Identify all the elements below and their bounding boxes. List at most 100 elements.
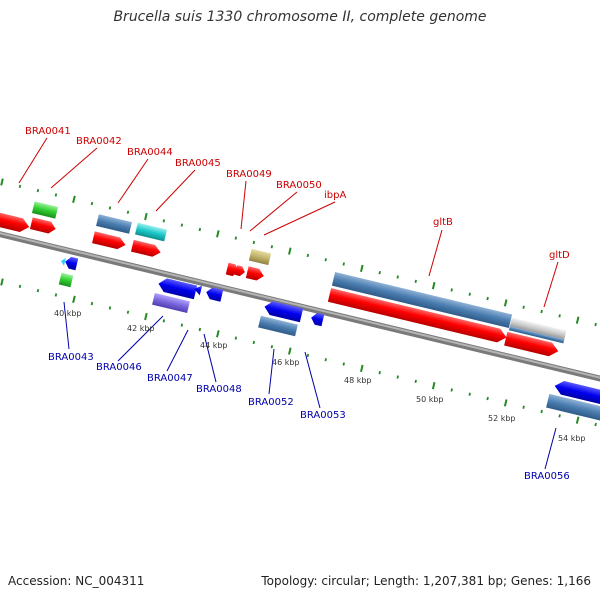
scale-tick-top: [216, 230, 220, 238]
scale-tick-bottom: [594, 422, 597, 427]
scale-tick-bottom: [306, 353, 310, 358]
scale-tick-top: [431, 281, 436, 290]
gene-bra0046[interactable]: [157, 277, 198, 300]
scale-tick-top: [503, 299, 508, 307]
gene-bra0048[interactable]: [205, 286, 224, 302]
scale-tick-top: [126, 210, 130, 214]
chromosome-backbone-highlight: [0, 232, 600, 379]
bottom-label-leaders: [63, 301, 557, 470]
scale-tick-bottom: [486, 396, 489, 401]
scale-tick-top: [162, 219, 166, 223]
scale-tick-top: [36, 188, 40, 193]
scale-tick-bottom: [468, 392, 471, 396]
gene-bra0045-cds[interactable]: [130, 239, 162, 258]
scale-tick-bottom: [72, 295, 76, 303]
gene-gltd[interactable]: [508, 317, 567, 344]
scale-tick-top: [234, 236, 238, 240]
scale-tick-bottom: [180, 323, 184, 327]
scale-tick-top: [486, 296, 489, 301]
scale-tick-bottom: [288, 347, 292, 355]
gene-gltd-cds[interactable]: [504, 331, 560, 358]
gene-bra0042[interactable]: [29, 217, 57, 235]
scale-tick-bottom: [396, 375, 399, 379]
gene-gltb[interactable]: [331, 271, 513, 329]
gene-ibpa[interactable]: [248, 248, 272, 266]
scale-tick-bottom: [54, 293, 58, 297]
scale-tick-top: [108, 206, 112, 210]
kbp-label-50: 50 kbp: [416, 395, 444, 404]
gene-bra0049b[interactable]: [234, 265, 246, 277]
scale-tick-bottom: [503, 399, 508, 407]
kbp-label-46: 46 kbp: [272, 358, 300, 367]
gene-bra0044[interactable]: [96, 214, 132, 234]
scale-tick-bottom: [162, 319, 166, 323]
bottom-scale-ticks: [0, 278, 597, 427]
scale-tick-top: [522, 305, 525, 309]
label-bra0049: BRA0049: [226, 169, 272, 180]
label-bra0048: BRA0048: [196, 384, 242, 395]
top-label-leaders: [18, 137, 559, 308]
scale-tick-bottom: [414, 379, 417, 384]
gene-bra0044-cds[interactable]: [92, 231, 127, 250]
gene-bra0047[interactable]: [152, 292, 190, 314]
scale-tick-top: [378, 270, 381, 275]
scale-tick-top: [558, 314, 561, 318]
gene-bra0050[interactable]: [245, 266, 265, 282]
scale-tick-top: [288, 247, 292, 255]
label-bra0053: BRA0053: [300, 410, 346, 421]
kbp-label-44: 44 kbp: [200, 341, 228, 350]
map-title: Brucella suis 1330 chromosome II, comple…: [113, 9, 487, 25]
scale-tick-top: [252, 240, 256, 245]
scale-tick-top: [90, 201, 94, 206]
label-gltb: gltB: [433, 217, 453, 228]
scale-tick-top: [18, 184, 22, 189]
gene-bra0056-feature[interactable]: [546, 393, 600, 422]
scale-tick-bottom: [90, 301, 94, 306]
kbp-label-40: 40 kbp: [54, 309, 82, 318]
scale-tick-top: [144, 212, 148, 221]
scale-tick-top: [198, 227, 202, 232]
label-bra0045: BRA0045: [175, 158, 221, 169]
scale-tick-bottom: [324, 358, 327, 362]
scale-tick-bottom: [522, 405, 525, 409]
label-bra0044: BRA0044: [127, 147, 173, 158]
label-bra0046: BRA0046: [96, 362, 142, 373]
scale-tick-top: [342, 262, 345, 266]
scale-tick-bottom: [575, 416, 580, 424]
scale-tick-top: [575, 316, 580, 324]
scale-tick-bottom: [378, 370, 381, 375]
scale-tick-top: [54, 193, 58, 197]
gene-bra0043[interactable]: [64, 256, 79, 271]
scale-tick-top: [72, 195, 76, 203]
gene-bra0053[interactable]: [310, 312, 325, 327]
gene-gltb-cds[interactable]: [327, 288, 508, 344]
gene-bra0052-feature[interactable]: [258, 315, 298, 337]
scale-tick-bottom: [198, 327, 202, 332]
gene-bra0052[interactable]: [263, 300, 304, 323]
kbp-label-52: 52 kbp: [488, 414, 516, 423]
gene-bra0041[interactable]: [0, 208, 31, 234]
scale-tick-top: [468, 292, 471, 296]
gene-bra0056[interactable]: [553, 379, 600, 406]
scale-tick-bottom: [252, 340, 256, 345]
scale-tick-top: [360, 264, 364, 273]
scale-tick-bottom: [108, 306, 112, 310]
scale-tick-bottom: [36, 288, 40, 293]
scale-tick-top: [306, 253, 310, 258]
scale-tick-top: [0, 178, 4, 186]
scale-tick-top: [414, 279, 417, 284]
scale-tick-bottom: [270, 345, 274, 349]
scale-tick-bottom: [450, 388, 453, 392]
gene-bra0042-feature[interactable]: [31, 201, 59, 219]
gene-bra0043-marker[interactable]: [60, 257, 66, 266]
label-bra0050: BRA0050: [276, 180, 322, 191]
gene-bra0047-small[interactable]: [193, 284, 203, 296]
scale-tick-bottom: [431, 381, 436, 390]
scale-tick-bottom: [126, 310, 130, 314]
label-gltd: gltD: [549, 250, 570, 261]
scale-tick-bottom: [144, 312, 148, 321]
scale-tick-bottom: [342, 362, 345, 366]
gene-bra0045[interactable]: [135, 222, 167, 242]
gene-bra0043-feature[interactable]: [58, 272, 74, 288]
